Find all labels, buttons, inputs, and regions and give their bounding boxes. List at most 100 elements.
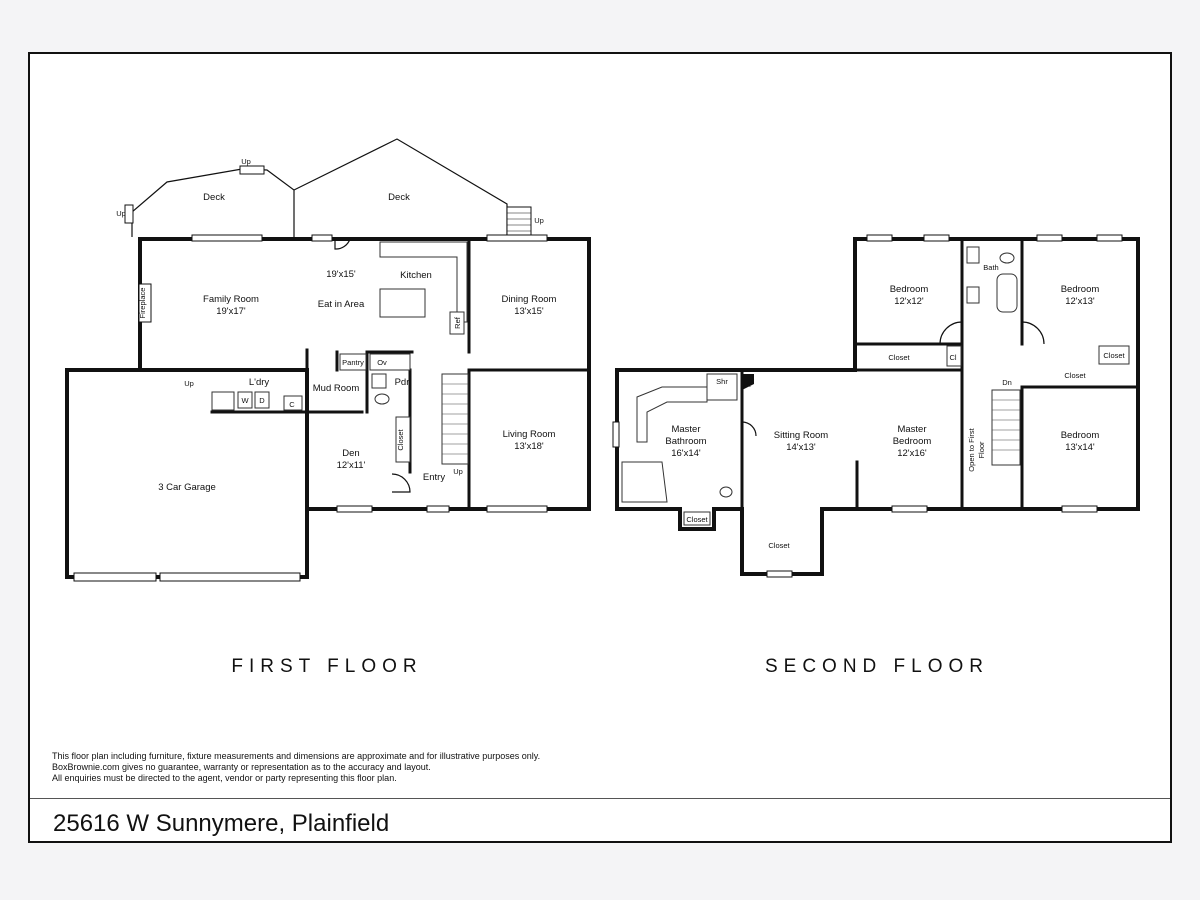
dining-room-label: Dining Room — [502, 294, 557, 305]
closet-c-label: Closet — [1064, 371, 1086, 380]
stairs-second — [991, 389, 1021, 466]
living-room-dim: 13'x18' — [514, 441, 544, 452]
hall-sink-1 — [966, 246, 980, 264]
second-floor-title: SECOND FLOOR — [765, 656, 989, 677]
disclaimer-line: All enquiries must be directed to the ag… — [52, 773, 397, 783]
hall-door-swing — [939, 321, 963, 345]
fireplace-label: Fireplace — [138, 288, 147, 319]
bedroom-c-dim: 13'x14' — [1065, 442, 1095, 453]
sitting-closet-window — [766, 570, 793, 578]
disclaimer-line: BoxBrownie.com gives no guarantee, warra… — [52, 762, 431, 772]
laundry-sink — [211, 391, 235, 411]
bedroom-b-label: Bedroom — [1061, 284, 1100, 295]
master-door-swing — [741, 421, 757, 437]
den-dim: 12'x11' — [337, 460, 366, 471]
ref-label: Ref — [453, 316, 462, 329]
open-to-first-line2: Floor — [977, 441, 986, 459]
living-room-label: Living Room — [503, 429, 556, 440]
master-bed-window — [891, 505, 928, 513]
hall-sink-2 — [966, 286, 980, 304]
powder-label: Pdr — [395, 377, 410, 388]
closet-sitting-label: Closet — [768, 541, 790, 550]
deck-stair-left — [124, 204, 134, 224]
bed-a-window-2 — [923, 234, 950, 242]
bedroom-c-label: Bedroom — [1061, 430, 1100, 441]
disclaimer-text: This floor plan including furniture, fix… — [52, 751, 540, 784]
powder-sink — [371, 373, 387, 389]
master-toilet — [719, 486, 733, 498]
sitting-room-dim: 14'x13' — [786, 442, 816, 453]
bed-a-window-1 — [866, 234, 893, 242]
second-floor-plan: Bedroom 12'x12' Bath Bedroom 12'x13' Clo… — [612, 234, 1140, 677]
footer-divider — [30, 798, 1170, 799]
dining-window — [486, 234, 548, 242]
deck-right-label: Deck — [388, 192, 410, 203]
floor-plan-sheet: Deck Deck Up Up Up Fireplace Family Room… — [28, 52, 1172, 843]
bed-b-door-swing — [1021, 321, 1045, 345]
laundry-closet — [283, 395, 303, 411]
bed-b-window-1 — [1036, 234, 1063, 242]
fireplace-box — [138, 283, 152, 323]
living-window — [486, 505, 548, 513]
entry-label: Entry — [423, 472, 445, 483]
garage-label: 3 Car Garage — [158, 482, 216, 493]
master-bath-window — [612, 421, 620, 448]
kitchen-island — [379, 288, 426, 318]
pantry-box — [339, 353, 367, 371]
deck-left-label: Deck — [203, 192, 225, 203]
bedroom-a-label: Bedroom — [890, 284, 929, 295]
up-top-label: Up — [241, 157, 251, 166]
sitting-room-label: Sitting Room — [774, 430, 828, 441]
floor-plan-drawing: Deck Deck Up Up Up Fireplace Family Room… — [65, 138, 1140, 677]
garage-door-1 — [73, 572, 157, 582]
master-tub — [621, 461, 668, 503]
master-bath-line1: Master — [671, 424, 700, 435]
den-label: Den — [342, 448, 359, 459]
deck-stair-right — [506, 206, 532, 238]
mud-room-label: Mud Room — [313, 383, 360, 394]
bed-b-window-2 — [1096, 234, 1123, 242]
stairs-first — [441, 373, 469, 465]
closet-cl-label: Cl — [949, 353, 956, 362]
washer-box — [237, 391, 253, 409]
bedroom-a-dim: 12'x12' — [894, 296, 924, 307]
closet-mb-label: Closet — [686, 515, 708, 524]
deck-right-outline — [293, 138, 508, 237]
master-bed-dim: 12'x16' — [897, 448, 927, 459]
first-floor-title: FIRST FLOOR — [231, 656, 422, 677]
master-bath-counter — [636, 386, 708, 443]
shower-label: Shr — [716, 377, 728, 386]
garage-walls — [65, 368, 309, 579]
cl-closet-box — [946, 345, 962, 367]
master-bed-line2: Bedroom — [893, 436, 932, 447]
bath-label: Bath — [983, 263, 998, 272]
den-window — [336, 505, 373, 513]
eat-in-window — [311, 234, 333, 242]
disclaimer-line: This floor plan including furniture, fix… — [52, 751, 541, 761]
deck-door-swing — [334, 238, 351, 250]
up-laundry-label: Up — [184, 379, 194, 388]
down-label: Dn — [1002, 378, 1012, 387]
refrigerator — [449, 311, 465, 335]
laundry-label: L'dry — [249, 377, 270, 388]
eat-in-dim: 19'x15' — [326, 269, 356, 280]
up-left-label: Up — [116, 209, 126, 218]
garage-door-2 — [159, 572, 301, 582]
master-shower — [706, 373, 738, 401]
laundry-closet-label: C — [289, 400, 295, 409]
den-closet-box — [395, 416, 411, 463]
first-floor-plan: Deck Deck Up Up Up Fireplace Family Room… — [65, 138, 591, 677]
pantry-label: Pantry — [342, 358, 364, 367]
closet-a-label: Closet — [888, 353, 910, 362]
kitchen-label: Kitchen — [400, 270, 432, 281]
master-bath-dim: 16'x14' — [671, 448, 701, 459]
eat-in-label: Eat in Area — [318, 299, 365, 310]
deck-stair-top — [239, 165, 265, 175]
master-bath-closet-box — [683, 511, 711, 526]
powder-toilet — [374, 393, 390, 405]
family-room-dim: 19'x17' — [216, 306, 246, 317]
oven-counter — [369, 353, 411, 371]
hall-toilet — [999, 252, 1015, 264]
dining-room-dim: 13'x15' — [514, 306, 544, 317]
dryer-label: D — [259, 396, 265, 405]
